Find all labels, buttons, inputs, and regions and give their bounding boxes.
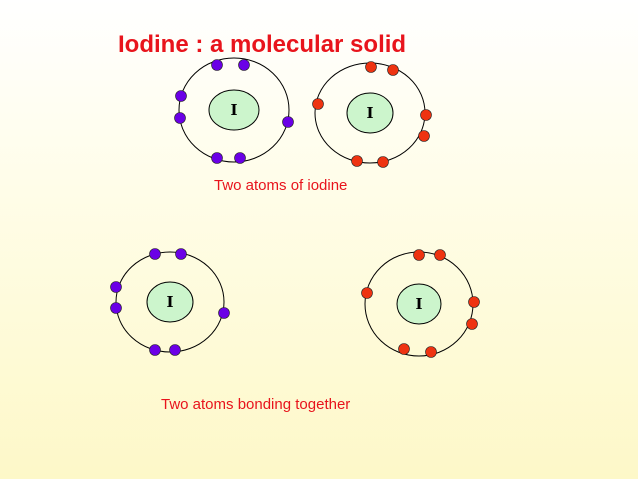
- electron: [175, 248, 187, 260]
- atom-bottom-left: I: [110, 248, 230, 356]
- electron: [466, 318, 478, 330]
- electron: [211, 152, 223, 164]
- electron: [425, 346, 437, 358]
- nucleus: [346, 92, 394, 134]
- electron: [420, 109, 432, 121]
- atom-top-left: I: [174, 57, 294, 164]
- atom-bottom-right: I: [361, 249, 480, 358]
- electron: [211, 59, 223, 71]
- nucleus-label: I: [230, 101, 237, 119]
- electron: [351, 155, 363, 167]
- electron: [418, 130, 430, 142]
- atom-top-right: I: [312, 61, 432, 168]
- electron: [110, 302, 122, 314]
- caption-bonding: Two atoms bonding together: [161, 396, 351, 413]
- electron: [434, 249, 446, 261]
- electron: [398, 343, 410, 355]
- electron: [312, 98, 324, 110]
- nucleus: [208, 89, 260, 131]
- nucleus-label: I: [166, 293, 173, 311]
- electron: [174, 112, 186, 124]
- page-title: Iodine : a molecular solid: [118, 31, 407, 58]
- electron: [361, 287, 373, 299]
- electron: [169, 344, 181, 356]
- nucleus: [146, 281, 194, 323]
- electron: [149, 248, 161, 260]
- electron: [413, 249, 425, 261]
- electron: [175, 90, 187, 102]
- orbit-ring: [178, 57, 290, 163]
- electron: [218, 307, 230, 319]
- electron: [377, 156, 389, 168]
- electron: [238, 59, 250, 71]
- electron: [234, 152, 246, 164]
- electron: [468, 296, 480, 308]
- electron: [149, 344, 161, 356]
- nucleus-label: I: [415, 295, 422, 313]
- electron: [110, 281, 122, 293]
- nucleus: [396, 283, 442, 325]
- electron: [365, 61, 377, 73]
- nucleus-label: I: [366, 104, 373, 122]
- electron: [387, 64, 399, 76]
- electron: [282, 116, 294, 128]
- caption-two-atoms: Two atoms of iodine: [214, 177, 348, 194]
